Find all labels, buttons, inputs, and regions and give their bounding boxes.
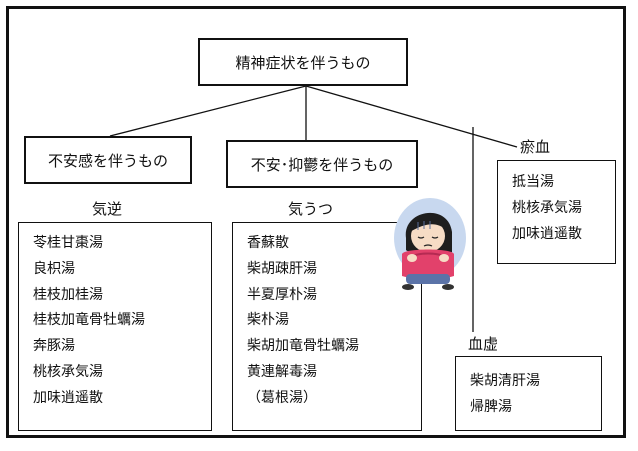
list-item: 桃核承気湯 <box>33 363 103 380</box>
branch-anxiety-depression-box: 不安･抑鬱を伴うもの <box>226 140 418 188</box>
list-item: 桂枝加竜骨牡蠣湯 <box>33 312 145 329</box>
list-item: 半夏厚朴湯 <box>247 286 317 303</box>
list-item: 柴朴湯 <box>247 312 289 329</box>
list-item: 香蘇散 <box>247 235 289 251</box>
list-item: 黄連解毒湯 <box>247 363 317 380</box>
branch-anxiety-label: 不安感を伴うもの <box>47 151 168 170</box>
depressed-person-icon <box>394 198 466 290</box>
list-item: 加味逍遥散 <box>512 225 582 242</box>
list-item: 抵当湯 <box>512 174 554 190</box>
list-item: 桂枝加桂湯 <box>33 286 103 303</box>
list-oketsu: 抵当湯 桃核承気湯 加味逍遥散 <box>497 160 616 264</box>
list-item: 桃核承気湯 <box>512 199 582 216</box>
list-item: 柴胡清肝湯 <box>470 373 540 389</box>
group-title-kekkyo: 血虚 <box>468 335 499 353</box>
branch-anxiety-box: 不安感を伴うもの <box>24 136 192 184</box>
root-label: 精神症状を伴うもの <box>235 53 371 72</box>
list-kekkyo: 柴胡清肝湯 帰脾湯 <box>455 356 602 431</box>
branch-anxiety-depression-label: 不安･抑鬱を伴うもの <box>250 155 394 174</box>
list-item: 苓桂甘棗湯 <box>33 235 103 251</box>
list-kiutsu: 香蘇散 柴胡疎肝湯 半夏厚朴湯 柴朴湯 柴胡加竜骨牡蠣湯 黄連解毒湯 （葛根湯） <box>232 222 422 431</box>
list-item: 柴胡疎肝湯 <box>247 260 317 277</box>
list-item: 奔豚湯 <box>33 338 75 355</box>
list-item: 帰脾湯 <box>470 398 512 415</box>
group-title-kiutsu: 気うつ <box>288 200 334 218</box>
list-kigyaku: 苓桂甘棗湯 良枳湯 桂枝加桂湯 桂枝加竜骨牡蠣湯 奔豚湯 桃核承気湯 加味逍遥散 <box>18 222 212 431</box>
list-item: 加味逍遥散 <box>33 389 103 406</box>
list-item: （葛根湯） <box>247 389 317 406</box>
group-title-oketsu: 瘀血 <box>520 138 551 156</box>
root-box: 精神症状を伴うもの <box>198 38 408 86</box>
list-item: 良枳湯 <box>33 260 75 277</box>
group-title-kigyaku: 気逆 <box>92 200 123 218</box>
list-item: 柴胡加竜骨牡蠣湯 <box>247 338 359 355</box>
